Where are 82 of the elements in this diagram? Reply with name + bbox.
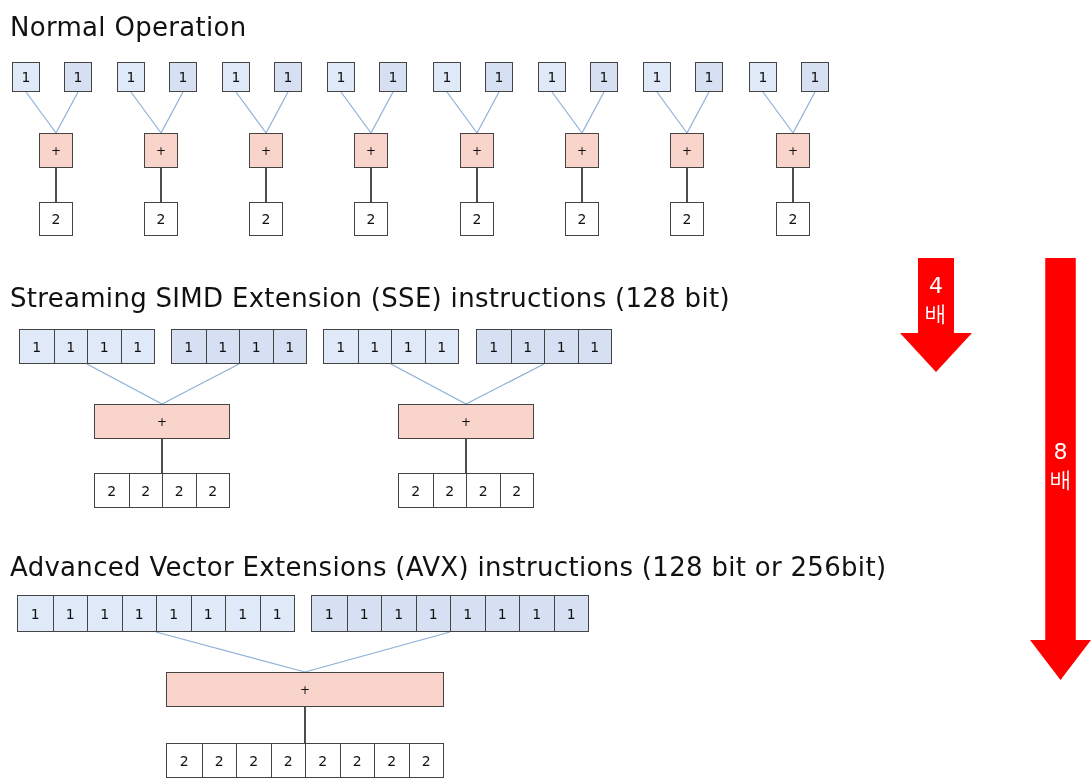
value-box: 2 xyxy=(460,202,494,236)
connector-line xyxy=(155,631,306,673)
value-box: 2 xyxy=(354,202,388,236)
connector-line xyxy=(160,91,184,134)
value-box: 1 xyxy=(169,62,197,92)
connector-line xyxy=(476,167,478,203)
connector-line xyxy=(465,438,467,474)
connector-line xyxy=(265,167,267,203)
value-box: 1 xyxy=(643,62,671,92)
connector-line xyxy=(656,91,688,134)
register-box xyxy=(166,743,444,778)
value-box: 2 xyxy=(565,202,599,236)
connector-line xyxy=(446,91,478,134)
register-box xyxy=(398,473,534,508)
adder-box: + xyxy=(776,133,810,168)
adder-box: + xyxy=(144,133,178,168)
arrow-label: 4 배 xyxy=(924,272,948,328)
value-box: 1 xyxy=(433,62,461,92)
connector-line xyxy=(304,631,451,673)
value-box: 1 xyxy=(64,62,92,92)
value-box: 2 xyxy=(670,202,704,236)
connector-line xyxy=(686,91,710,134)
connector-line xyxy=(304,706,306,744)
value-box: 1 xyxy=(379,62,407,92)
connector-line xyxy=(235,91,267,134)
register-box xyxy=(17,595,295,632)
value-box: 1 xyxy=(590,62,618,92)
connector-line xyxy=(130,91,162,134)
value-box: 1 xyxy=(12,62,40,92)
connector-line xyxy=(465,363,545,405)
register-box xyxy=(94,473,230,508)
value-box: 1 xyxy=(538,62,566,92)
value-box: 1 xyxy=(222,62,250,92)
register-box xyxy=(323,329,459,364)
adder-box: + xyxy=(354,133,388,168)
connector-line xyxy=(55,167,57,203)
connector-line xyxy=(762,91,794,134)
connector-line xyxy=(686,167,688,203)
connector-line xyxy=(161,438,163,474)
connector-line xyxy=(581,167,583,203)
value-box: 1 xyxy=(485,62,513,92)
connector-line xyxy=(792,167,794,203)
adder-box: + xyxy=(249,133,283,168)
register-box xyxy=(171,329,307,364)
connector-line xyxy=(551,91,583,134)
connector-line xyxy=(476,91,500,134)
adder-box: + xyxy=(460,133,494,168)
arrow-label: 8 배 xyxy=(1048,438,1073,494)
section-heading: Advanced Vector Extensions (AVX) instructions (128 bit or 256bit) xyxy=(10,552,887,582)
connector-line xyxy=(390,363,467,405)
connector-line xyxy=(581,91,605,134)
connector-line xyxy=(161,363,240,405)
register-box xyxy=(311,595,589,632)
connector-line xyxy=(160,167,162,203)
connector-line xyxy=(340,91,372,134)
connector-line xyxy=(55,91,79,134)
connector-line xyxy=(370,91,394,134)
adder-box: + xyxy=(166,672,444,707)
connector-line xyxy=(370,167,372,203)
adder-box: + xyxy=(670,133,704,168)
value-box: 1 xyxy=(274,62,302,92)
connector-line xyxy=(792,91,816,134)
value-box: 1 xyxy=(749,62,777,92)
value-box: 1 xyxy=(117,62,145,92)
connector-line xyxy=(25,91,57,134)
adder-box: + xyxy=(398,404,534,439)
value-box: 2 xyxy=(249,202,283,236)
register-box xyxy=(476,329,612,364)
value-box: 1 xyxy=(695,62,723,92)
section-heading: Streaming SIMD Extension (SSE) instructions (128 bit) xyxy=(10,283,730,313)
value-box: 1 xyxy=(327,62,355,92)
section-heading: Normal Operation xyxy=(10,12,247,42)
register-box xyxy=(19,329,155,364)
value-box: 2 xyxy=(39,202,73,236)
value-box: 2 xyxy=(776,202,810,236)
adder-box: + xyxy=(39,133,73,168)
adder-box: + xyxy=(565,133,599,168)
connector-line xyxy=(86,363,163,405)
adder-box: + xyxy=(94,404,230,439)
connector-line xyxy=(265,91,289,134)
value-box: 2 xyxy=(144,202,178,236)
value-box: 1 xyxy=(801,62,829,92)
